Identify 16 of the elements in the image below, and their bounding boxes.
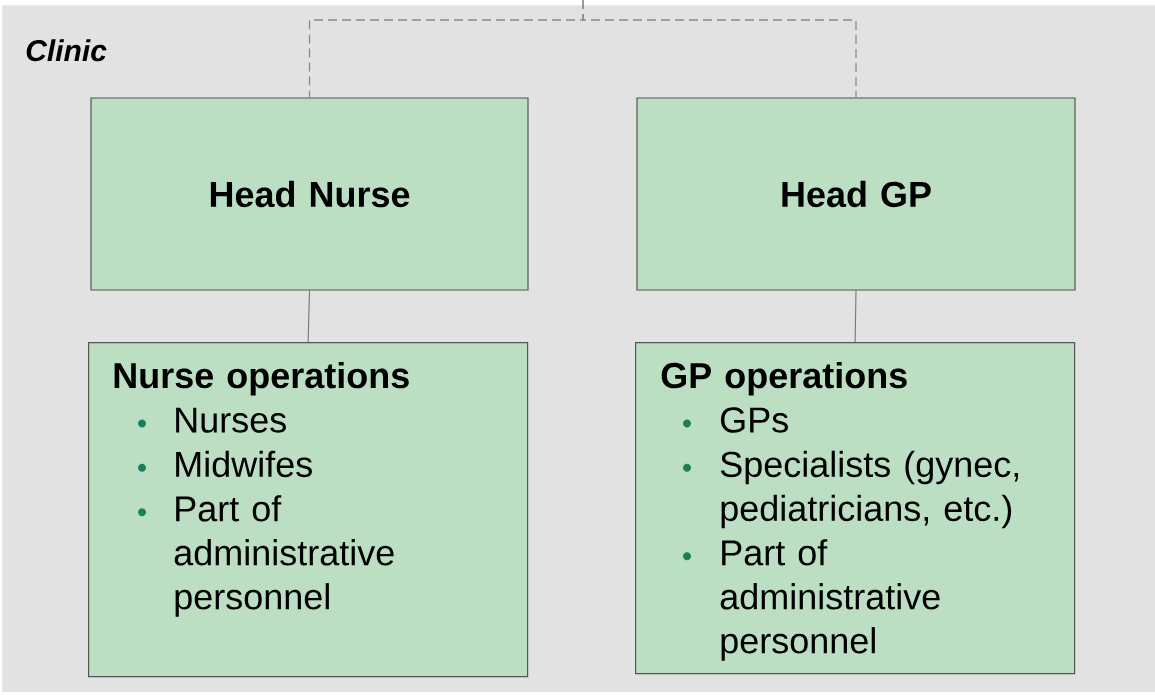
bullet-item: Specialists (gynec, pediatricians, etc.) (683, 450, 1019, 529)
group-box (88, 342, 529, 678)
role-box: Head GP (636, 97, 1076, 291)
group-box (635, 342, 1076, 675)
bullet-item: Part of administrative personnel (138, 495, 394, 617)
connector-line (307, 290, 311, 343)
role-box: Head Nurse (90, 97, 529, 291)
group-label: Clinic (26, 39, 107, 62)
bullet-item: Nurses (138, 407, 286, 433)
bullet-item: Midwifes (138, 450, 312, 478)
connector-line (582, 0, 857, 99)
bullet-item: GPs (683, 407, 788, 433)
box-heading: GP operations (661, 361, 907, 396)
bullet-item: Part of administrative personnel (683, 539, 940, 661)
box-heading: Nurse operations (114, 361, 409, 396)
connector-line (854, 290, 857, 343)
